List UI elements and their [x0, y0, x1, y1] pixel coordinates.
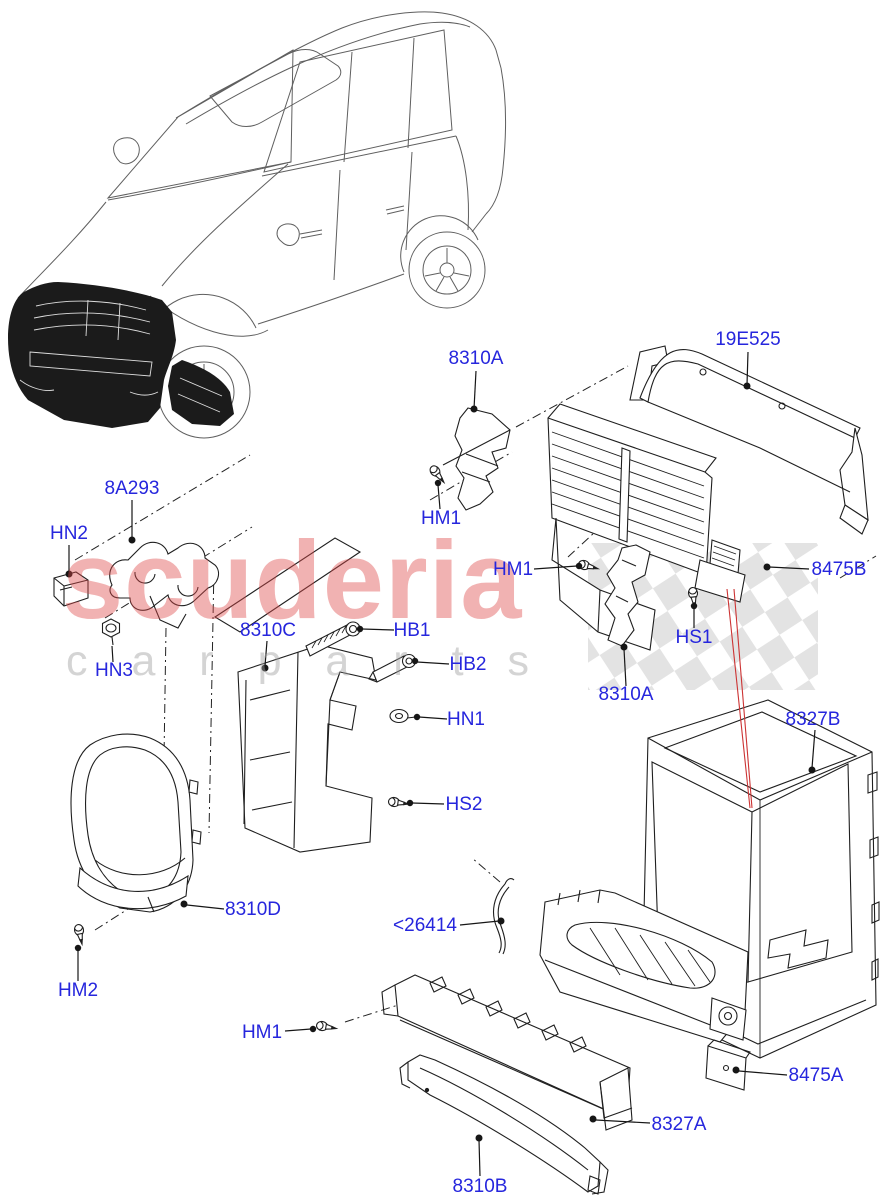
deflector-8310d-drawing	[70, 733, 202, 913]
part-label-8327a[interactable]: 8327A	[651, 1114, 707, 1135]
part-label-26414[interactable]: <26414	[393, 915, 457, 936]
part-label-hb2[interactable]: HB2	[449, 654, 487, 675]
part-label-hm2[interactable]: HM2	[57, 980, 99, 1001]
bracket-19e525-drawing	[629, 345, 869, 535]
grille-8310b-drawing	[399, 1054, 609, 1195]
part-label-8475a[interactable]: 8475A	[788, 1065, 844, 1086]
leader-lines	[68, 351, 816, 1177]
hb2-bolt-icon	[368, 653, 417, 683]
part-label-hs2[interactable]: HS2	[445, 794, 483, 815]
shroud-8310c-drawing	[237, 644, 377, 853]
vehicle-illustration	[17, 11, 506, 439]
part-label-hn1[interactable]: HN1	[446, 709, 486, 730]
bracket-8310a-upper-drawing	[442, 407, 511, 511]
part-label-hm1-3[interactable]: HM1	[241, 1022, 283, 1043]
clip-hn2-drawing	[53, 571, 89, 607]
part-label-19e525[interactable]: 19E525	[715, 329, 781, 350]
vehicle-front-deflector-highlight	[8, 282, 234, 428]
part-label-8310a-upper[interactable]: 8310A	[448, 348, 504, 369]
hm2-screw-icon	[72, 923, 87, 946]
part-label-8475b[interactable]: 8475B	[811, 559, 867, 580]
part-label-hm1-2[interactable]: HM1	[492, 559, 534, 580]
part-label-8310c[interactable]: 8310C	[240, 620, 296, 641]
hn3-nut-icon	[101, 618, 121, 646]
leader-dots	[65, 382, 816, 1142]
hose-26414-drawing	[493, 878, 515, 955]
hn1-washer-icon	[389, 708, 417, 724]
part-label-8310b[interactable]: 8310B	[452, 1176, 508, 1197]
hs2-screw-icon	[387, 796, 410, 810]
part-label-8310d[interactable]: 8310D	[225, 899, 281, 920]
deflector-panel-top-drawing	[381, 974, 633, 1131]
red-pointer-lines	[726, 588, 753, 809]
fastener-icons	[72, 463, 700, 1034]
part-label-hb1[interactable]: HB1	[393, 620, 431, 641]
part-label-8310a-lower[interactable]: 8310A	[598, 684, 654, 705]
part-label-hs1[interactable]: HS1	[675, 627, 713, 648]
bracket-8475a-drawing	[705, 1039, 751, 1091]
hm1-screw-icon	[315, 1020, 338, 1034]
duct-8327a-drawing	[539, 889, 749, 1043]
part-label-hn2[interactable]: HN2	[49, 523, 89, 544]
part-label-8327b[interactable]: 8327B	[785, 709, 841, 730]
part-label-hm1-1[interactable]: HM1	[420, 508, 462, 529]
clamp-8a293-drawing	[109, 537, 362, 633]
part-label-hn3[interactable]: HN3	[94, 660, 134, 681]
hb1-bolt-icon	[305, 621, 361, 657]
deflector-8310a-lower-drawing	[604, 544, 651, 647]
part-label-8a293[interactable]: 8A293	[104, 478, 160, 499]
